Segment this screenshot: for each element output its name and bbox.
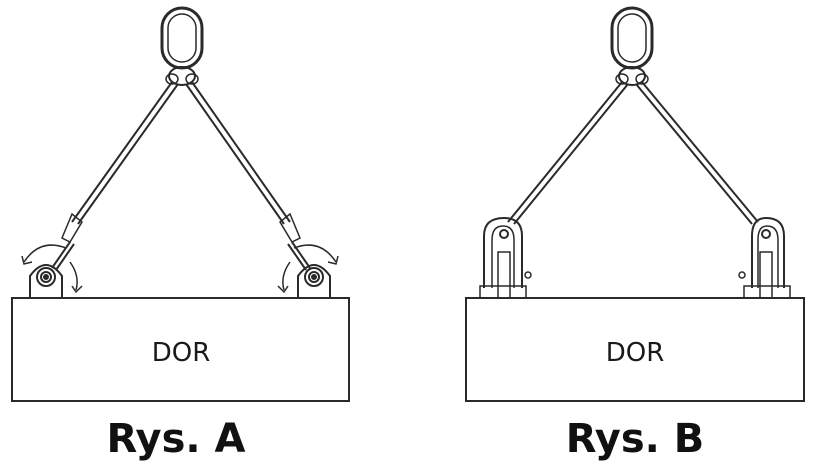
- box-label-a: DOR: [152, 338, 211, 368]
- shackle-left: [479, 216, 532, 299]
- connector-ring-b: [615, 66, 649, 86]
- load-box-a: [11, 297, 350, 402]
- connector-ring-a: [165, 66, 199, 86]
- load-box-b: [465, 297, 805, 402]
- sling-leg-right-a: [185, 81, 311, 271]
- figure-a: [11, 6, 350, 402]
- shackle-right: [738, 216, 791, 299]
- sling-leg-left-a: [51, 81, 179, 271]
- figure-b: [465, 6, 805, 402]
- caption-a: Rys. A: [107, 416, 246, 462]
- sling-leg-right-b: [635, 81, 759, 225]
- caption-b: Rys. B: [566, 416, 705, 462]
- box-label-b: DOR: [606, 338, 665, 368]
- master-link-b: [610, 6, 654, 70]
- master-link-a: [160, 6, 204, 70]
- swivel-eye-right: [277, 244, 339, 298]
- sling-leg-left-b: [507, 81, 629, 225]
- swivel-eye-left: [21, 244, 83, 298]
